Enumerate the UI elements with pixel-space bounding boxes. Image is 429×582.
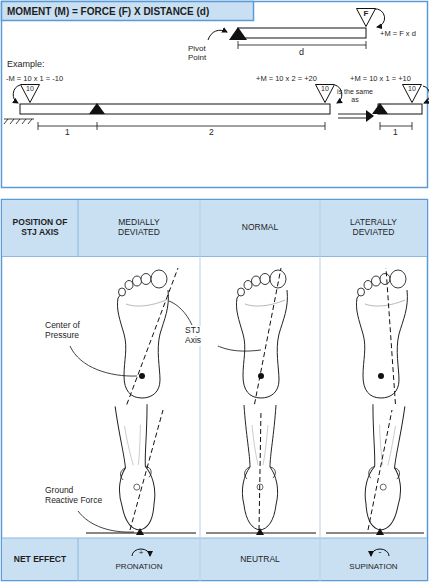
panel-frame [2, 2, 428, 188]
drawing-stroke [139, 373, 145, 379]
lever-definition [208, 9, 385, 49]
drawing-stroke [372, 103, 388, 114]
sign-symbol: - [379, 547, 382, 557]
node-text: 10 [321, 85, 329, 93]
node-text: PRONATION [116, 562, 163, 571]
header-band [2, 200, 427, 256]
sign-symbol: + [139, 548, 144, 557]
drawing-stroke [13, 85, 20, 103]
weight-triangle [403, 85, 422, 103]
header-cell: POSITION OF STJ AXIS [2, 200, 78, 256]
drawing-stroke [376, 528, 384, 535]
node-text: MOMENT (M) = FORCE (F) X DISTANCE (d) [7, 6, 209, 18]
panel-frame [2, 200, 428, 581]
drawing-stroke [356, 270, 407, 398]
node-text: NORMAL [242, 223, 278, 233]
drawing-stroke [70, 346, 137, 376]
drawing-stroke [114, 404, 158, 531]
equivalence-note: is the same as [337, 88, 373, 104]
node-text: NEUTRAL [240, 555, 280, 565]
drawing-stroke [136, 528, 144, 535]
drawing-stroke [38, 122, 325, 130]
moment-calc: +M = 10 x 1 = +10 [350, 75, 411, 84]
drawing-stroke [366, 110, 374, 122]
drawing-stroke [117, 270, 168, 398]
drawing-stroke [208, 30, 227, 40]
rear-views [86, 404, 424, 535]
title-box: MOMENT (M) = FORCE (F) X DISTANCE (d) [2, 2, 253, 21]
moment-formula: +M = F x d [380, 30, 416, 39]
node-text: MEDIALLY DEVIATED [104, 218, 174, 238]
drawing-stroke [256, 528, 264, 535]
drawing-stroke [20, 104, 330, 114]
node-text: LATERALLY DEVIATED [334, 218, 414, 238]
drawing-stroke [169, 301, 192, 325]
drawing-stroke [4, 119, 34, 124]
distance-value: 1 [65, 128, 70, 138]
callout-label: Center of Pressure [44, 321, 96, 341]
header-cell: MEDIALLY DEVIATED [78, 200, 200, 256]
drawing-stroke [253, 268, 281, 412]
node-text: NET EFFECT [14, 555, 66, 565]
drawing-stroke [423, 86, 429, 103]
distance-value: 2 [209, 128, 214, 138]
header-cell: NORMAL [200, 200, 320, 256]
drawing-stroke [374, 9, 385, 27]
plantar-feet [117, 268, 407, 412]
drawing-stroke [78, 200, 79, 581]
drawing-stroke [338, 114, 368, 118]
lever-example [4, 85, 429, 130]
node-text: 10 [408, 85, 416, 93]
drawing-stroke [86, 532, 424, 533]
drawing-stroke [363, 404, 407, 531]
drawing-stroke [124, 268, 178, 412]
weight-triangle [21, 85, 40, 103]
drawing-stroke [130, 410, 163, 530]
node-text: SUPINATION [349, 562, 397, 571]
drawing-stroke [214, 344, 261, 351]
callout-label: STJ Axis [184, 326, 218, 346]
force-weight: F [356, 8, 376, 27]
weight-triangle: 10 [402, 84, 422, 103]
weight-triangle [357, 9, 376, 27]
node-text: 10 [26, 85, 34, 93]
drawing-stroke [89, 103, 105, 114]
drawing-stroke [242, 405, 277, 530]
callout-label: Ground Reactive Force [44, 486, 108, 506]
node-text: F [364, 9, 369, 18]
effect-cell: SUPINATION [320, 538, 427, 581]
distance-value: 1 [393, 128, 398, 138]
pivot-label: Pivot Point [188, 44, 222, 62]
drawing-stroke [124, 268, 396, 412]
drawing-stroke [238, 28, 366, 38]
table-grid [2, 200, 427, 581]
effect-cell: NEUTRAL [200, 538, 320, 581]
effect-cell: PRONATION [78, 538, 200, 581]
drawing-stroke [130, 410, 392, 530]
drawing-stroke [368, 410, 392, 530]
node-text: POSITION OF STJ AXIS [7, 218, 73, 238]
distance-label: d [299, 47, 304, 57]
drawing-stroke [236, 270, 287, 398]
drawing-stroke [229, 27, 247, 40]
footer-band [2, 538, 427, 580]
moment-calc: -M = 10 x 1 = -10 [6, 75, 63, 84]
weight-triangle [316, 85, 335, 103]
drawing-stroke [386, 268, 396, 412]
drawing-stroke [200, 200, 320, 581]
drawing-stroke [258, 373, 264, 379]
drawing-stroke [378, 373, 384, 379]
header-cell: LATERALLY DEVIATED [320, 200, 427, 256]
footer-cell: NET EFFECT [2, 538, 78, 581]
weight-triangle: 10 [20, 84, 40, 103]
example-heading: Example: [7, 59, 45, 69]
drawing-stroke [78, 511, 134, 532]
drawing-stroke [2, 257, 427, 539]
title-band [2, 2, 254, 21]
moment-calc: +M = 10 x 2 = +20 [256, 75, 317, 84]
drawing-stroke [259, 410, 261, 530]
weight-triangle: 10 [315, 84, 335, 103]
